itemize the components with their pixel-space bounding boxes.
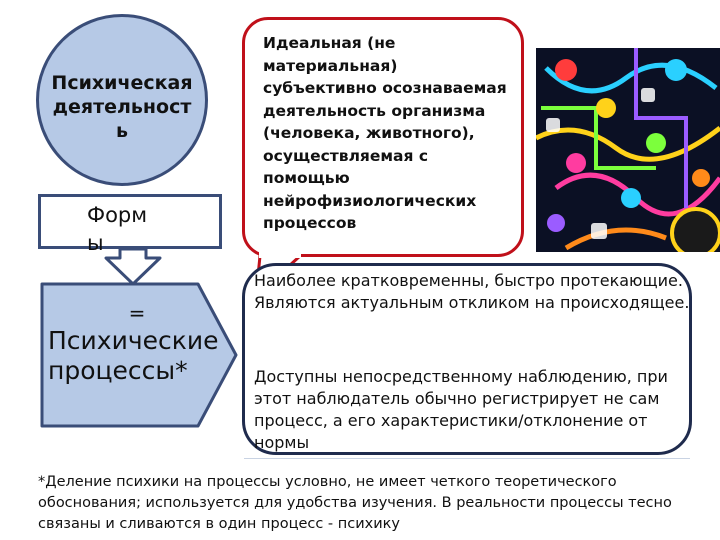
- pentagon-shape: [40, 282, 238, 428]
- description-paragraph-1: Наиболее кратковременны, быстро протекаю…: [254, 271, 690, 312]
- forms-label: Формы: [87, 203, 148, 255]
- forms-box: Формы: [38, 194, 222, 255]
- processes-label: = Психические процессы*: [48, 300, 226, 386]
- social-network-illustration-icon: [536, 48, 720, 252]
- psychic-processes-shape: = Психические процессы*: [40, 282, 238, 428]
- equals-sign: =: [128, 301, 146, 325]
- footnote: *Деление психики на процессы условно, не…: [38, 474, 672, 532]
- separator-line: [244, 458, 690, 459]
- network-art: [536, 48, 720, 252]
- definition-text: Идеальная (не материальная) субъективно …: [263, 34, 507, 232]
- circle-label: Психическая деятельность: [51, 72, 193, 142]
- processes-text: Психические процессы*: [48, 326, 219, 385]
- description-box: [242, 263, 692, 455]
- psychic-activity-circle: Психическая деятельность: [36, 14, 208, 186]
- description-paragraph-2: Доступны непосредственному наблюдению, п…: [254, 367, 668, 452]
